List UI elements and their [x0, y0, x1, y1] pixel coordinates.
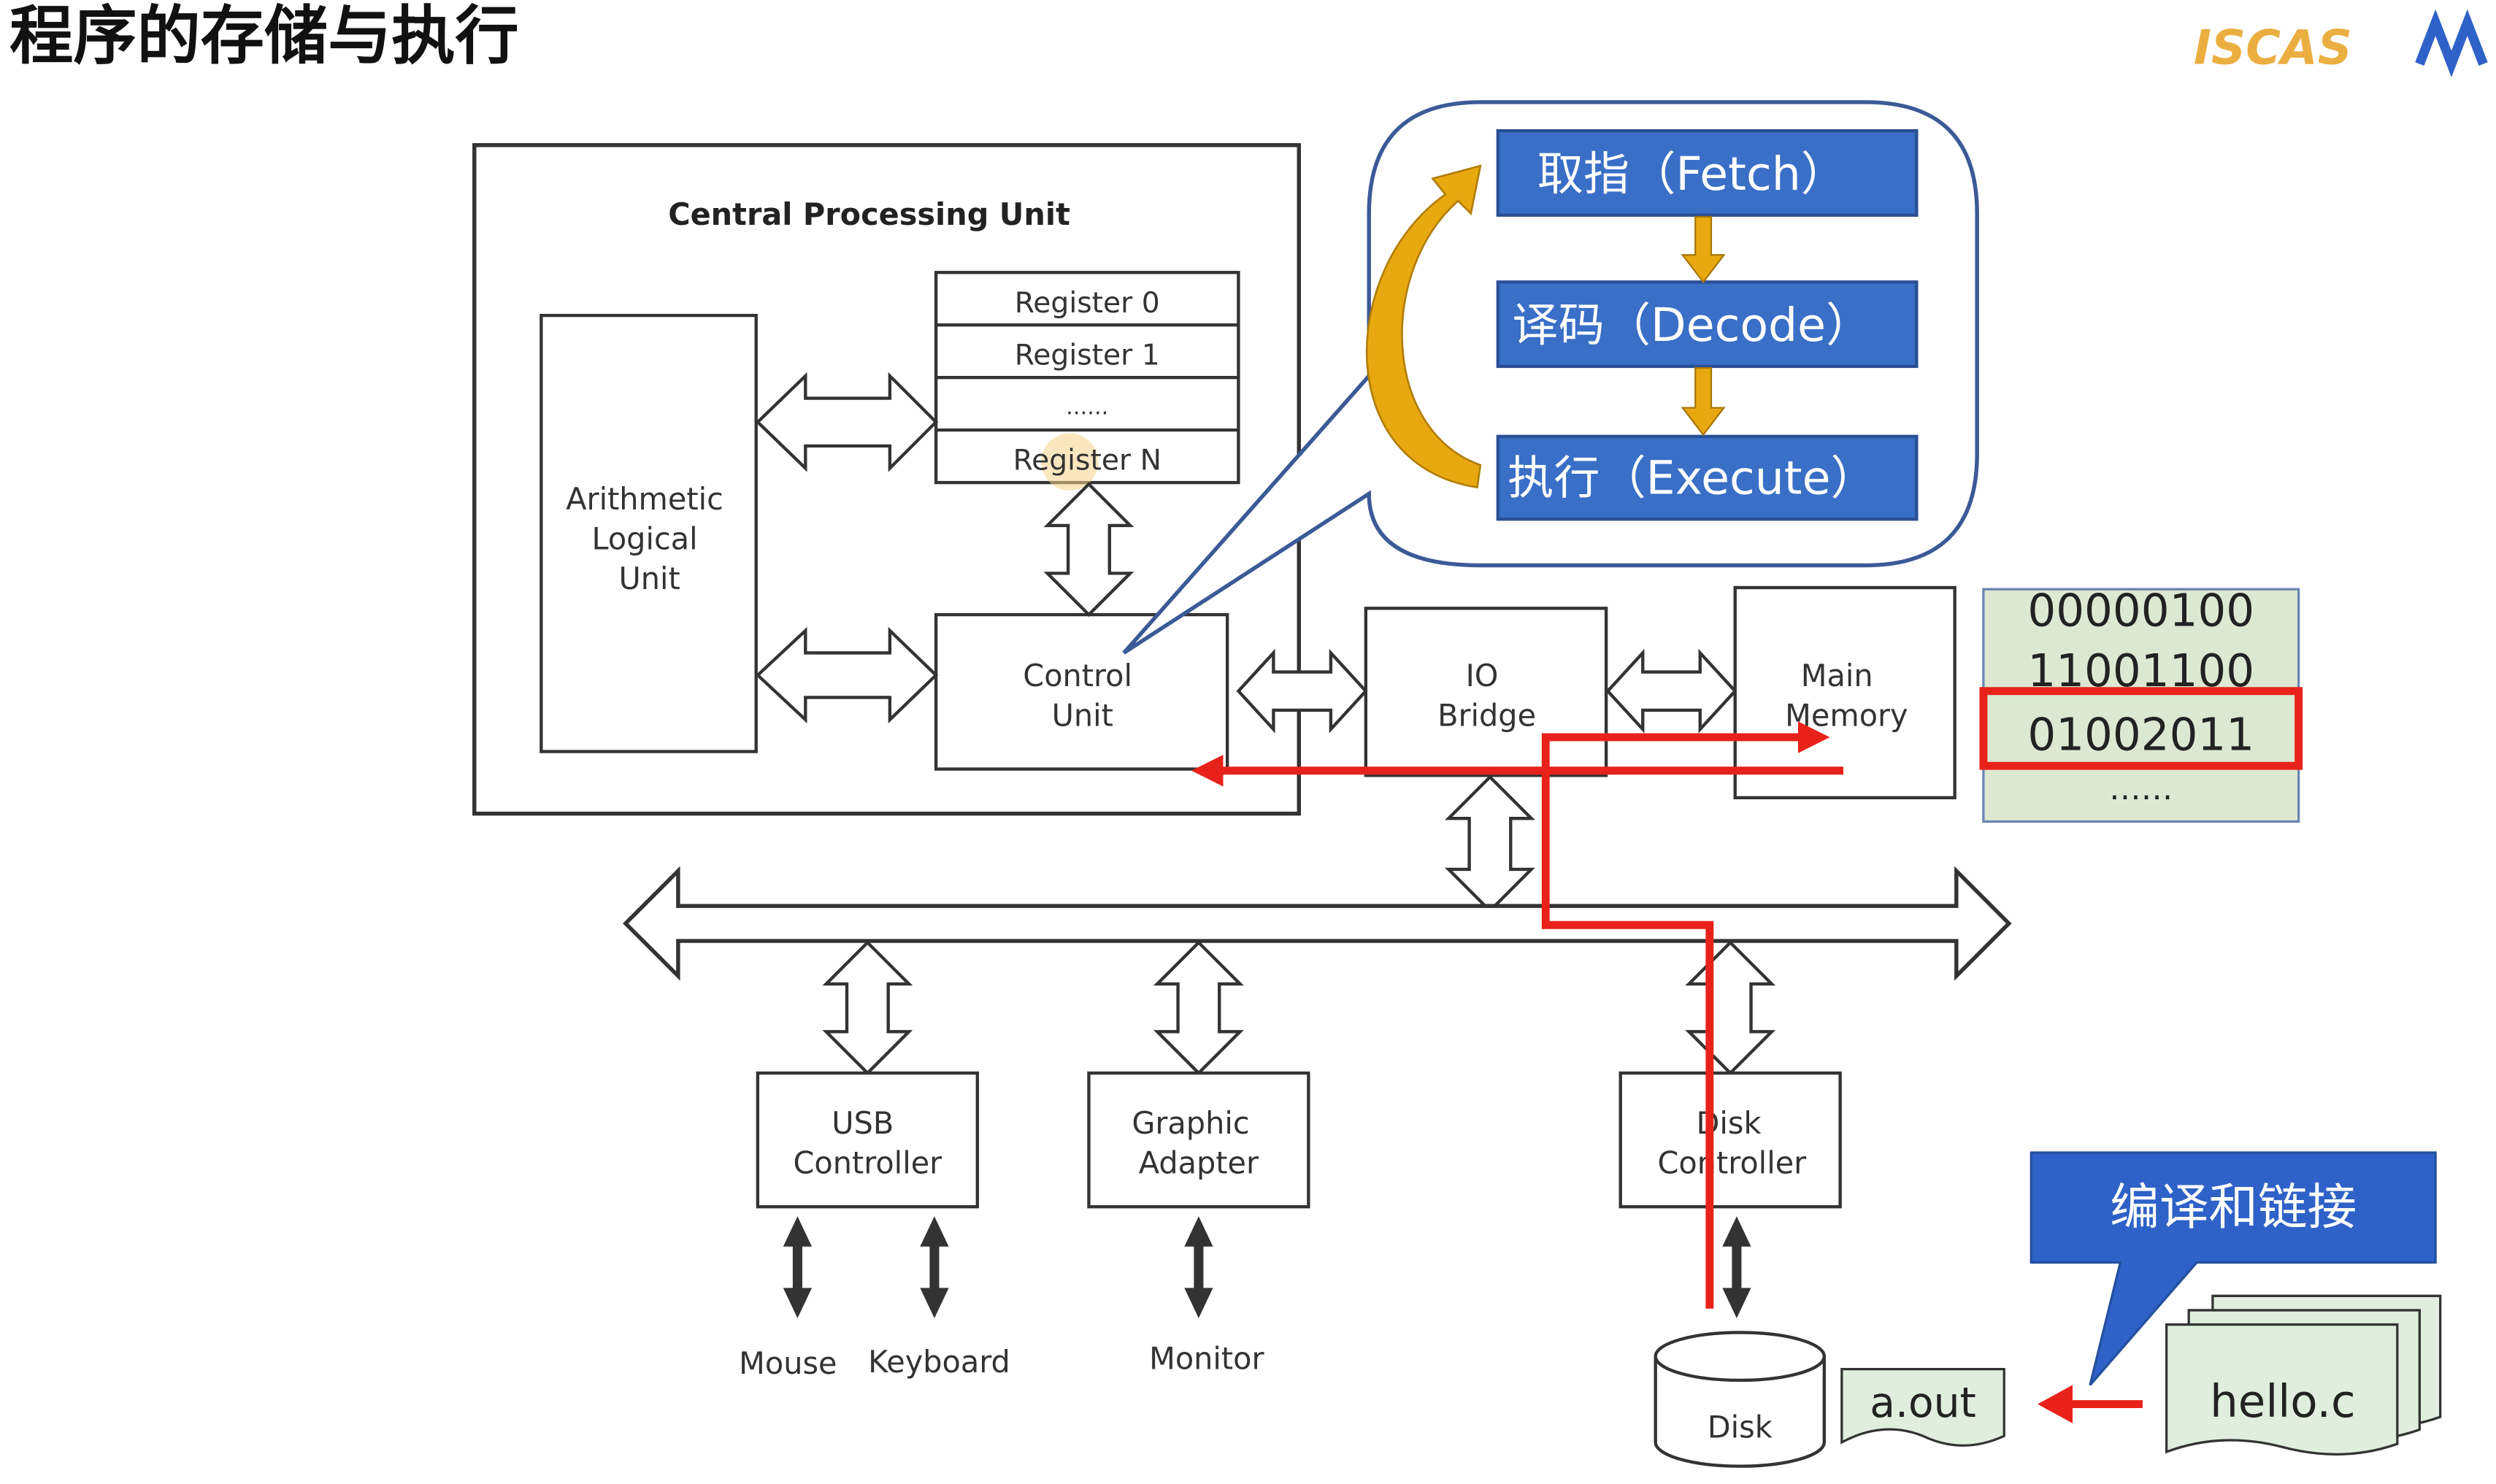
register-ellipsis: ......	[1066, 394, 1108, 420]
alu-box	[539, 313, 758, 753]
slide-title: 程序的存储与执行	[9, 0, 519, 73]
hello-file-stack	[2165, 1294, 2442, 1456]
usb-controller-label: USB Controller	[794, 1106, 943, 1181]
graphic-adapter-label: Graphic Adapter	[1132, 1106, 1259, 1181]
execute-box	[1496, 434, 1919, 521]
alu-control-arrow	[755, 626, 939, 724]
peripheral-arrows	[783, 1216, 1751, 1318]
compile-link-label: 编译和链接	[2110, 1178, 2357, 1236]
compile-arrow	[2038, 1385, 2143, 1423]
register-file: Register 0 Register 1 ...... Register N	[934, 271, 1240, 491]
monitor-label: Monitor	[1149, 1342, 1264, 1377]
fetch-box	[1496, 129, 1919, 217]
bus-disk-controller-arrow	[1685, 940, 1776, 1076]
register-1: Register 1	[1015, 339, 1160, 372]
graphic-adapter-box	[1087, 1071, 1310, 1209]
memory-word-2: 01002011	[2027, 709, 2254, 761]
alu-register-arrow	[755, 372, 939, 472]
fetch-decode-arrow	[1681, 215, 1726, 284]
iscas-logo: ISCAS	[2194, 9, 2488, 77]
main-memory-box	[1733, 585, 1957, 799]
disk-cylinder	[1654, 1331, 1827, 1468]
memory-contents-panel	[1982, 588, 2300, 823]
system-bus	[623, 866, 2012, 981]
fetch-label: 取指（Fetch）	[1537, 147, 1847, 201]
memory-word-0: 00000100	[2027, 585, 2254, 637]
bridge-bus-arrow	[1444, 774, 1535, 913]
memory-highlight	[1979, 687, 2303, 770]
hello-label: hello.c	[2210, 1376, 2355, 1428]
register-control-arrow	[1043, 482, 1134, 618]
keyboard-label: Keyboard	[868, 1345, 1010, 1380]
decode-box	[1496, 280, 1919, 369]
disk-controller-box	[1618, 1071, 1842, 1209]
io-bridge-label: IO Bridge	[1437, 658, 1536, 734]
bus-usb-arrow	[822, 940, 913, 1076]
io-bridge-box	[1364, 607, 1608, 777]
aout-file	[1840, 1367, 2005, 1447]
control-unit-label: Control Unit	[1023, 658, 1142, 734]
load-path-disk-to-memory	[1541, 721, 1830, 1309]
compile-link-callout	[2030, 1151, 2437, 1386]
cycle-loop-arrow	[1366, 164, 1482, 489]
alu-label: Arithmetic Logical Unit	[566, 482, 733, 596]
register-n: Register N	[1013, 445, 1161, 477]
memory-ellipsis: ……	[2109, 771, 2173, 807]
cpu-label: Central Processing Unit	[668, 197, 1070, 232]
execute-label: 执行（Execute）	[1508, 450, 1877, 504]
usb-controller-box	[756, 1071, 979, 1209]
bus-graphic-arrow	[1153, 940, 1244, 1076]
svg-text:ISCAS: ISCAS	[2194, 20, 2352, 76]
aout-label: a.out	[1870, 1379, 1976, 1427]
register-0: Register 0	[1015, 287, 1160, 320]
decode-execute-arrow	[1681, 366, 1726, 437]
decode-label: 译码（Decode）	[1512, 298, 1872, 352]
bridge-memory-arrow	[1605, 648, 1737, 734]
mouse-label: Mouse	[739, 1346, 837, 1381]
disk-label: Disk	[1708, 1410, 1773, 1445]
control-unit-box	[934, 612, 1229, 771]
